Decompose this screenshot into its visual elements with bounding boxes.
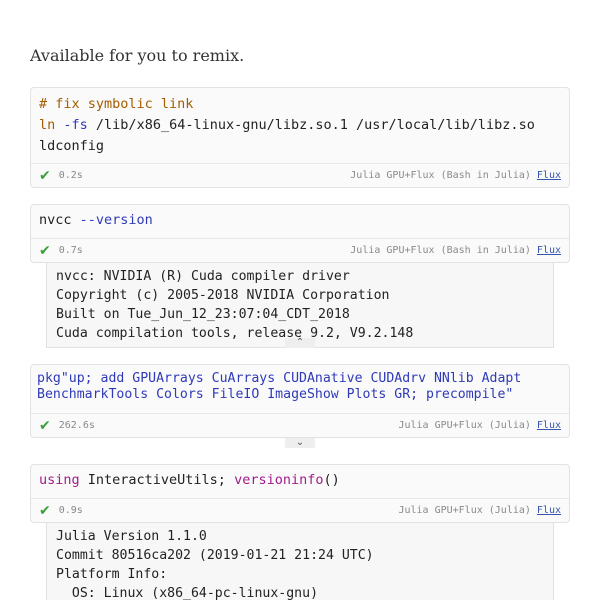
environment-label: Julia GPU+Flux (Bash in Julia) [350, 245, 531, 256]
code-token: ln [39, 117, 56, 133]
code-token: () [323, 472, 340, 488]
code-line[interactable]: using InteractiveUtils; versioninfo() [39, 470, 561, 491]
check-icon: ✔ [39, 167, 51, 184]
cell-status-bar: ✔ 262.6s Julia GPU+Flux (Julia) Flux [31, 413, 569, 437]
environment-label: Julia GPU+Flux (Julia) [398, 420, 531, 431]
run-time: 0.2s [58, 170, 83, 181]
environment-link[interactable]: Flux [536, 170, 561, 181]
code-cell-4[interactable]: using InteractiveUtils; versioninfo() ✔ … [30, 464, 570, 523]
run-time: 0.7s [58, 245, 83, 256]
run-time: 262.6s [58, 420, 95, 431]
code-token: InteractiveUtils; [79, 472, 235, 488]
code-cell-3[interactable]: pkg"up; add GPUArrays CuArrays CUDAnativ… [30, 364, 570, 438]
code-token: ldconfig [39, 138, 105, 154]
code-line[interactable]: pkg"up; add GPUArrays CuArrays CUDAnativ… [37, 371, 563, 387]
chevron-down-icon[interactable]: ⌄ [285, 438, 315, 448]
code-token: --version [79, 212, 153, 228]
cell-status-bar: ✔ 0.7s Julia GPU+Flux (Bash in Julia) Fl… [31, 238, 569, 262]
cell-output-2: nvcc: NVIDIA (R) Cuda compiler driver Co… [46, 263, 554, 348]
code-token: using [39, 472, 80, 488]
code-editor[interactable]: pkg"up; add GPUArrays CuArrays CUDAnativ… [31, 365, 569, 409]
code-line[interactable]: ln -fs /lib/x86_64-linux-gnu/libz.so.1 /… [39, 115, 561, 136]
code-token: -fs [63, 117, 88, 133]
environment-link[interactable]: Flux [536, 505, 561, 516]
code-line[interactable]: BenchmarkTools Colors FileIO ImageShow P… [37, 387, 563, 403]
chevron-up-icon[interactable]: ⌃ [285, 338, 315, 348]
code-cell-1[interactable]: # fix symbolic link ln -fs /lib/x86_64-li… [30, 87, 570, 188]
code-line[interactable]: nvcc --version [39, 210, 561, 231]
code-editor[interactable]: using InteractiveUtils; versioninfo() [31, 465, 569, 493]
cell-status-bar: ✔ 0.9s Julia GPU+Flux (Julia) Flux [31, 498, 569, 522]
code-token: # fix symbolic link [39, 96, 194, 112]
check-icon: ✔ [39, 502, 51, 519]
code-token: /lib/x86_64-linux-gnu/libz.so.1 /usr/loc… [87, 117, 535, 133]
code-cell-2[interactable]: nvcc --version ✔ 0.7s Julia GPU+Flux (Ba… [30, 204, 570, 263]
code-token: nvcc [39, 212, 80, 228]
code-line[interactable]: ldconfig [39, 136, 561, 157]
code-editor[interactable]: nvcc --version [31, 205, 569, 233]
check-icon: ✔ [39, 242, 51, 259]
check-icon: ✔ [39, 417, 51, 434]
intro-text: Available for you to remix. [30, 46, 245, 65]
cell-output-4: Julia Version 1.1.0 Commit 80516ca202 (2… [46, 523, 554, 600]
environment-label: Julia GPU+Flux (Julia) [398, 505, 531, 516]
code-editor[interactable]: # fix symbolic link ln -fs /lib/x86_64-li… [31, 88, 569, 159]
code-token: pkg"up; add GPUArrays CuArrays CUDAnativ… [37, 371, 522, 386]
code-token: BenchmarkTools Colors FileIO ImageShow P… [37, 387, 514, 402]
run-time: 0.9s [58, 505, 83, 516]
environment-link[interactable]: Flux [536, 420, 561, 431]
cell-status-bar: ✔ 0.2s Julia GPU+Flux (Bash in Julia) Fl… [31, 163, 569, 187]
environment-label: Julia GPU+Flux (Bash in Julia) [350, 170, 531, 181]
environment-link[interactable]: Flux [536, 245, 561, 256]
code-token: versioninfo [234, 472, 324, 488]
code-line[interactable]: # fix symbolic link [39, 94, 561, 115]
